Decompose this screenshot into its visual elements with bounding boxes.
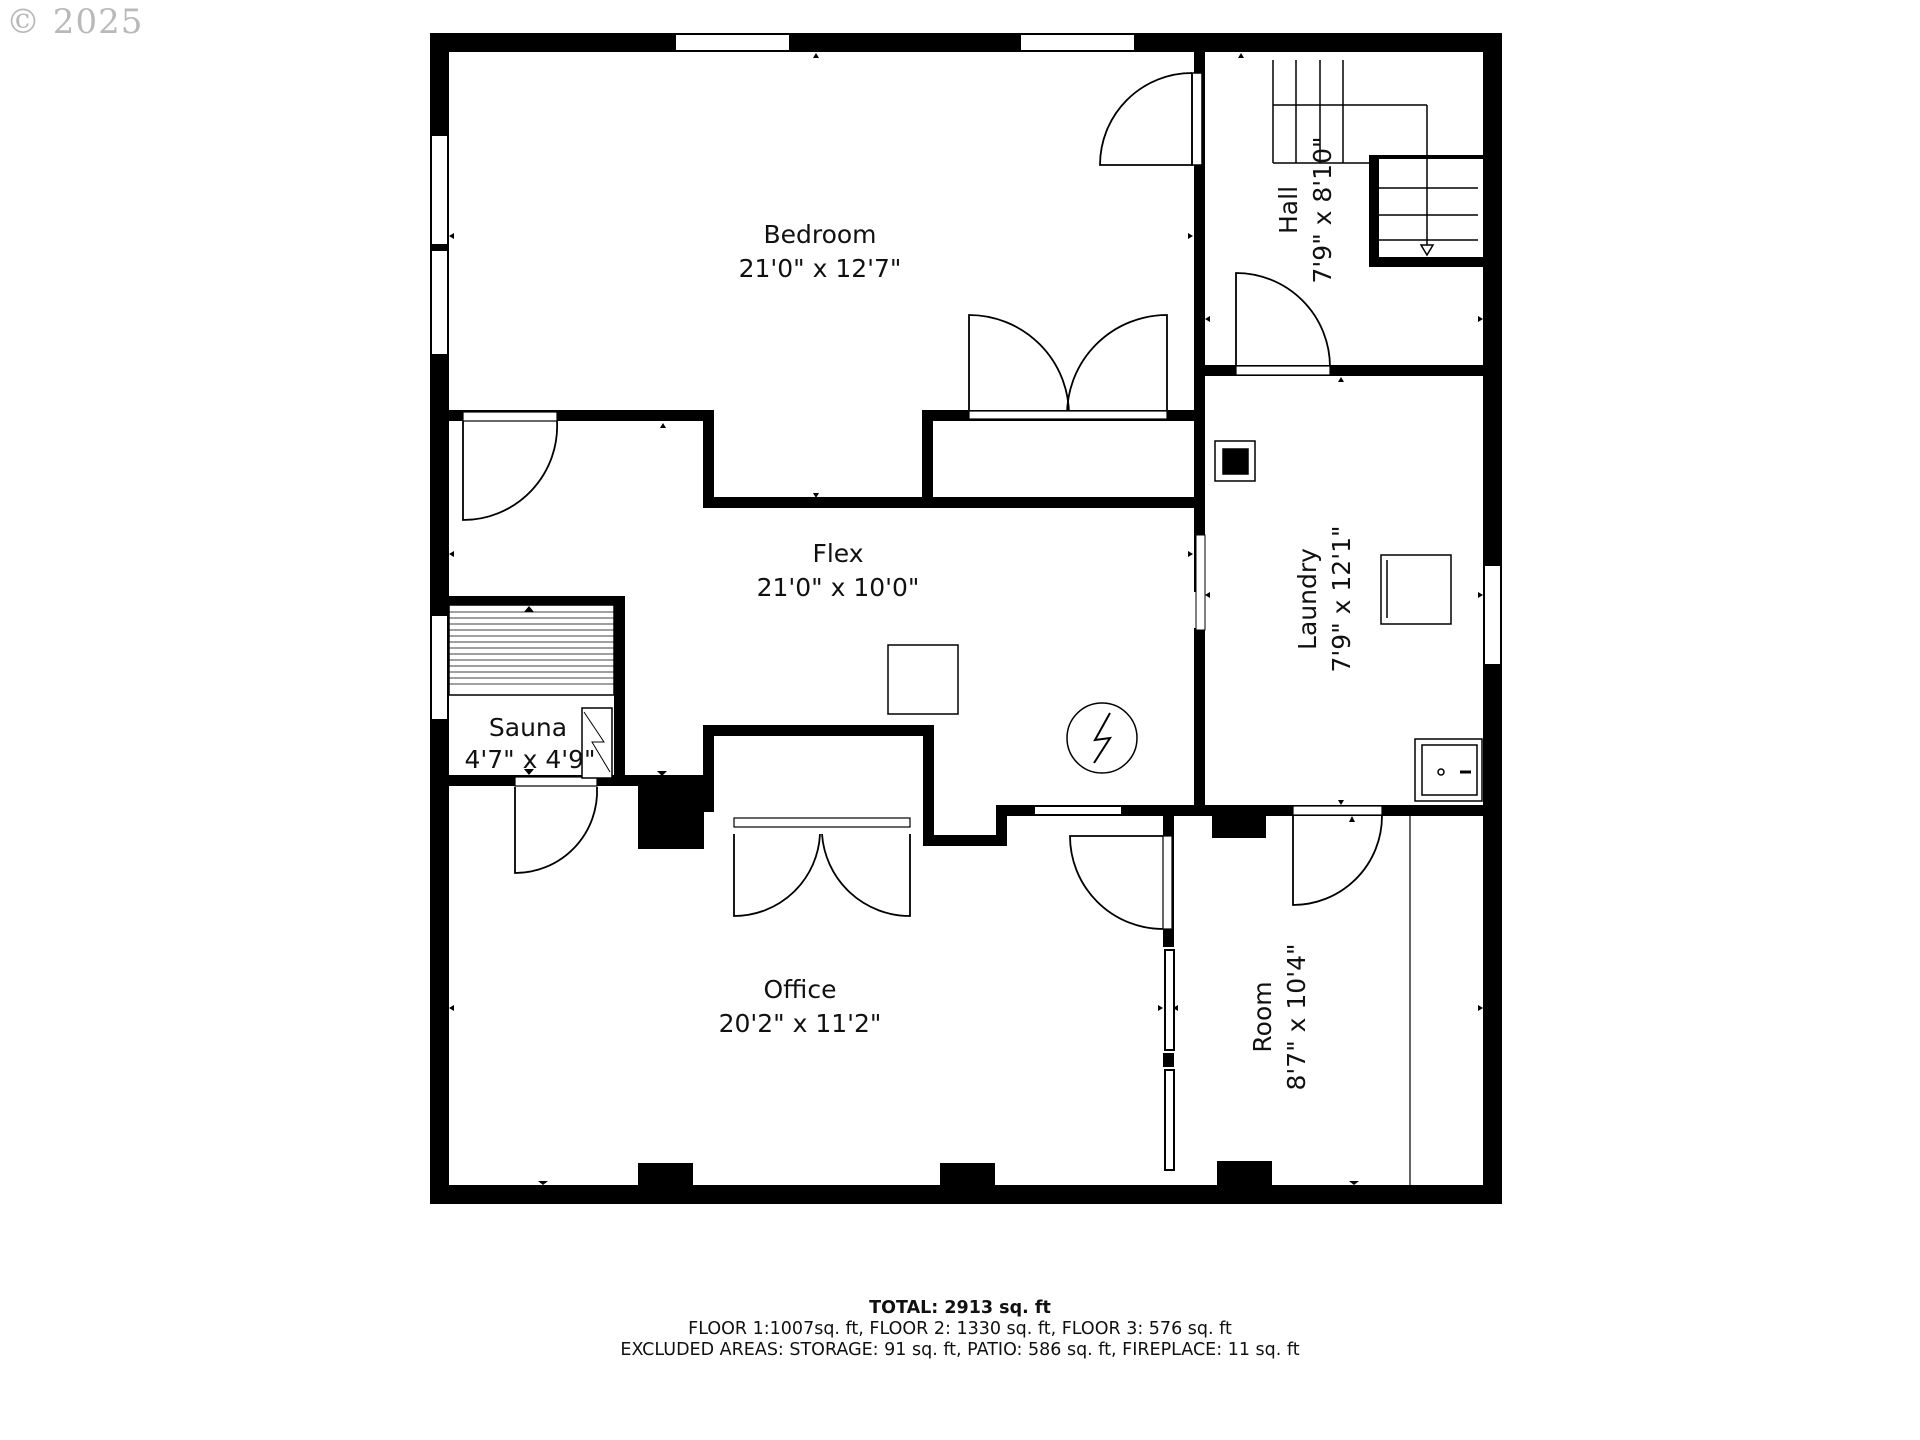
door-bedroom-hall (1099, 72, 1193, 166)
door-office-room (1069, 835, 1164, 930)
window-flex-room (1033, 805, 1123, 816)
wall-block-room-top (1212, 816, 1266, 838)
chimney-block (638, 775, 704, 849)
wall-sauna-top (449, 596, 625, 605)
door-office-entry (514, 786, 598, 874)
room-label-office: Office (764, 975, 837, 1004)
wall-bedroom-hall (1194, 52, 1205, 592)
door-bedroom-hall-frame (1191, 72, 1203, 166)
wall-bump-bottom (703, 497, 1205, 508)
wall-block-room-bottom (1217, 1161, 1272, 1185)
window-office-room-2 (1164, 1069, 1175, 1171)
total-label: TOTAL: (869, 1298, 939, 1318)
wall-jog-right (996, 805, 1007, 846)
floor-breakdown: FLOOR 1:1007sq. ft, FLOOR 2: 1330 sq. ft… (688, 1319, 1232, 1339)
total-line: TOTAL: 2913 sq. ft (0, 1298, 1920, 1319)
door-hall-laundry (1235, 272, 1331, 368)
wall-sauna-right (614, 596, 625, 786)
door-flex-storage (462, 420, 558, 521)
exterior-wall-top (430, 33, 1502, 52)
room-dims-room: 8'7" x 10'4" (1282, 944, 1311, 1091)
wall-stair-side (1369, 155, 1379, 267)
room-label-room: Room (1248, 981, 1277, 1052)
room-label-flex: Flex (812, 539, 863, 568)
water-heater (1066, 702, 1138, 774)
door-bedroom-closet-right (1066, 314, 1168, 416)
stairs (1272, 60, 1478, 257)
room-dims-flex: 21'0" x 10'0" (757, 573, 920, 602)
wall-stair-top (1369, 155, 1483, 159)
doors (462, 72, 1383, 930)
door-bedroom-closet-left (968, 314, 1070, 416)
room-dims-sauna: 4'7" x 4'9" (464, 745, 595, 774)
exterior-wall-bottom (430, 1185, 1502, 1204)
room-dims-laundry: 7'9" x 12'1" (1327, 526, 1356, 673)
laundry-washer (1380, 554, 1452, 625)
door-room-laundry (1292, 815, 1383, 906)
room-label-hall: Hall (1274, 186, 1303, 234)
wall-stair-bottom (1369, 257, 1483, 267)
window-office-room-1 (1164, 949, 1175, 1051)
fixtures (448, 440, 1483, 1185)
window-bedroom-left-1 (430, 134, 449, 246)
wall-block-office-2 (940, 1163, 995, 1185)
wall-bump-left (703, 410, 714, 508)
room-label-sauna: Sauna (489, 713, 567, 742)
wall-hall-laundry (1205, 365, 1483, 376)
room-dims-hall: 7'9" x 8'10" (1308, 137, 1337, 284)
dimension-ticks (449, 53, 1483, 1185)
wall-bump-right (922, 410, 933, 508)
room-label-laundry: Laundry (1293, 548, 1322, 650)
wall-jog-bottom (923, 835, 1007, 846)
window-bedroom-left-2 (430, 249, 449, 356)
window-bedroom-top-2 (1019, 33, 1136, 52)
wall-flex-laundry (1194, 628, 1205, 814)
flex-table (887, 644, 959, 715)
wall-closet-right (923, 725, 934, 846)
wall-bedroom-flex-left (449, 410, 714, 421)
wall-office-room-mid (1163, 1053, 1174, 1067)
sauna-bench (448, 604, 615, 696)
room-labels: Bedroom 21'0" x 12'7" Flex 21'0" x 10'0"… (464, 137, 1356, 1091)
area-totals: TOTAL: 2913 sq. ft FLOOR 1:1007sq. ft, F… (0, 1298, 1920, 1361)
copyright-watermark: © 2025 (6, 2, 144, 42)
excluded-areas: EXCLUDED AREAS: STORAGE: 91 sq. ft, PATI… (620, 1340, 1300, 1360)
wall-closet-top-office (703, 725, 934, 736)
total-value: 2913 sq. ft (944, 1298, 1051, 1318)
room-dims-office: 20'2" x 11'2" (719, 1009, 882, 1038)
door-office-closet-right (821, 833, 911, 917)
room-label-bedroom: Bedroom (763, 220, 876, 249)
door-office-closet-left (733, 833, 821, 917)
room-dims-bedroom: 21'0" x 12'7" (739, 254, 902, 283)
window-bedroom-top-1 (674, 33, 791, 52)
window-laundry-right (1483, 564, 1502, 666)
window-sauna-left (430, 614, 449, 721)
wall-block-office-1 (638, 1163, 693, 1185)
windows (430, 33, 1502, 1171)
wall-closet-left (703, 725, 714, 812)
